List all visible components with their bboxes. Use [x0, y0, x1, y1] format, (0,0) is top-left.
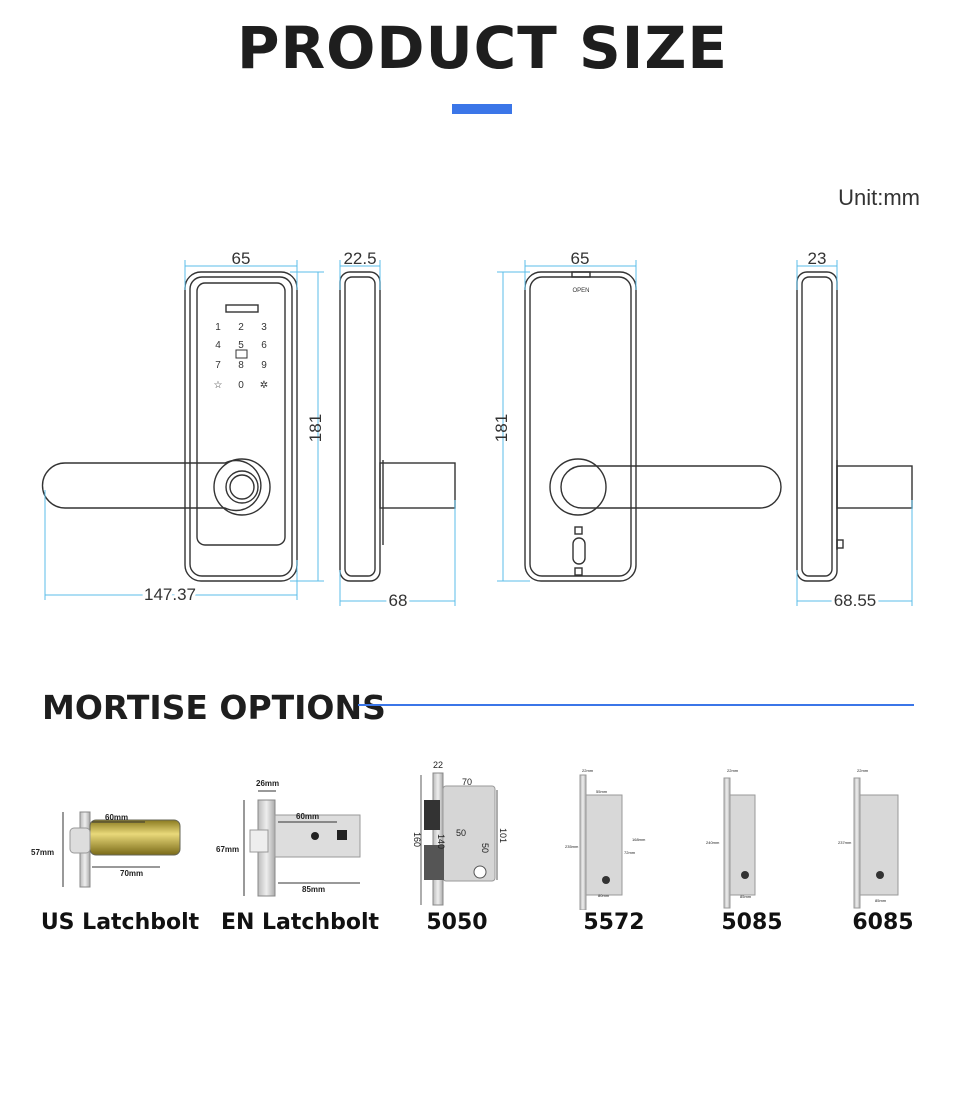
key-4: 4	[215, 340, 221, 351]
dim-label: 60mm	[105, 813, 128, 822]
front-width-dim: 65	[232, 249, 251, 268]
dim-label: 26mm	[256, 779, 279, 788]
key-star: ☆	[214, 380, 223, 391]
option-en-latchbolt: EN Latchbolt	[220, 910, 380, 935]
mortise-5050-image: 22 70 160 140 50 50 101	[412, 760, 508, 906]
dim-label: 70	[462, 777, 472, 787]
dim-label: 140	[436, 834, 446, 849]
option-5085: 5085	[721, 910, 783, 935]
dim-label: 22mm	[857, 768, 869, 773]
dim-label: 57mm	[31, 848, 54, 857]
front-view	[41, 271, 298, 582]
back-height-dim: 181	[492, 414, 511, 442]
key-6: 6	[261, 340, 267, 351]
dim-label: 22mm	[727, 768, 739, 773]
dim-label: 50	[456, 828, 466, 838]
open-button-label: OPEN	[572, 288, 589, 294]
mortise-5572-image: 22mm 55mm 235mm 168mm 72mm 80mm	[565, 768, 646, 910]
side1-depth-dim: 68	[389, 591, 408, 610]
mortise-images: 57mm 60mm 70mm 26mm 67mm 60mm 85mm 22 70…	[31, 760, 899, 910]
key-7: 7	[215, 360, 221, 371]
mortise-divider	[358, 704, 914, 706]
mortise-title: MORTISE OPTIONS	[42, 688, 386, 727]
option-5572: 5572	[583, 910, 645, 935]
dim-label: 235mm	[565, 844, 579, 849]
unit-label: Unit:mm	[838, 185, 920, 210]
dim-label: 80mm	[598, 893, 610, 898]
dim-label: 22mm	[582, 768, 594, 773]
mortise-5085-image: 22mm 240mm 85mm	[706, 768, 756, 909]
option-us-latchbolt: US Latchbolt	[40, 910, 200, 935]
en-latchbolt-image: 26mm 67mm 60mm 85mm	[216, 779, 361, 897]
dim-label: 67mm	[216, 845, 239, 854]
title-underline	[452, 104, 512, 114]
key-2: 2	[238, 322, 244, 333]
keypad: 1 2 3 4 5 6 7 8 9 ☆ 0 ✲	[214, 322, 269, 391]
side-view-front	[339, 271, 456, 582]
back-view	[524, 271, 782, 582]
key-hash: ✲	[260, 380, 268, 391]
dim-label: 55mm	[596, 789, 608, 794]
dim-label: 85mm	[302, 885, 325, 894]
front-height-dim: 181	[306, 414, 325, 442]
dim-label: 85mm	[875, 898, 887, 903]
dim-label: 168mm	[632, 837, 646, 842]
side-view-back	[796, 271, 913, 582]
dim-label: 240mm	[706, 840, 720, 845]
key-3: 3	[261, 322, 267, 333]
option-6085: 6085	[852, 910, 914, 935]
key-9: 9	[261, 360, 267, 371]
dim-label: 70mm	[120, 869, 143, 878]
key-8: 8	[238, 360, 244, 371]
dim-label: 72mm	[624, 850, 636, 855]
us-latchbolt-image: 57mm 60mm 70mm	[31, 811, 181, 888]
total-width-dim: 147.37	[144, 585, 196, 604]
dim-label: 22	[433, 760, 443, 770]
key-0: 0	[238, 380, 244, 391]
dim-label: 60mm	[296, 812, 319, 821]
dim-label: 85mm	[740, 894, 752, 899]
side2-thickness-dim: 23	[808, 249, 827, 268]
dimension-drawing: 65 181 147.37 22.5 68 65 181 23 68.55 1 …	[41, 249, 913, 613]
dim-label: 237mm	[838, 840, 852, 845]
side2-depth-dim: 68.55	[834, 591, 877, 610]
page-title: PRODUCT SIZE	[236, 14, 729, 82]
option-5050: 5050	[426, 910, 488, 935]
key-5: 5	[238, 340, 244, 351]
dim-label: 50	[480, 843, 490, 853]
key-1: 1	[215, 322, 221, 333]
dim-label: 101	[498, 828, 508, 843]
side1-thickness-dim: 22.5	[343, 249, 376, 268]
back-width-dim: 65	[571, 249, 590, 268]
dim-label: 160	[412, 832, 422, 847]
mortise-6085-image: 22mm 237mm 85mm	[838, 768, 899, 909]
